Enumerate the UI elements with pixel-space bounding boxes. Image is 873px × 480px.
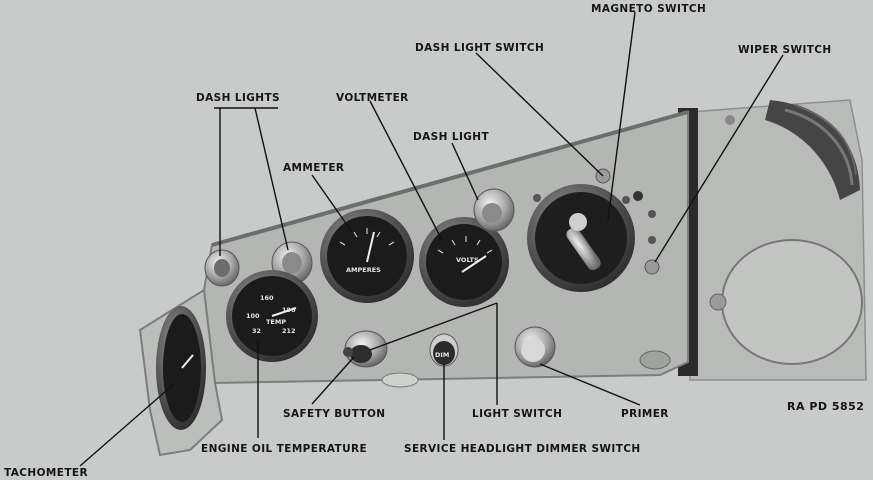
label-magneto-switch: MAGNETO SWITCH [591,3,706,15]
safety-button [343,347,353,357]
svg-text:160: 160 [260,294,274,302]
label-ammeter: AMMETER [283,162,344,174]
dash-light-left [204,249,240,287]
magneto-switch [527,184,635,292]
light-switch-knob [344,330,388,368]
primer-knob [514,326,556,368]
label-voltmeter: VOLTMETER [336,92,409,104]
cowl-panel [678,99,867,381]
label-service-headlight-dimmer-switch: SERVICE HEADLIGHT DIMMER SWITCH [404,443,641,455]
hatch-cover [721,239,863,365]
ammeter-gauge: AMPERES [320,209,414,303]
label-dash-light-switch: DASH LIGHT SWITCH [415,42,544,54]
label-dash-lights: DASH LIGHTS [196,92,280,104]
label-wiper-switch: WIPER SWITCH [738,44,832,56]
label-dash-light: DASH LIGHT [413,131,489,143]
label-primer: PRIMER [621,408,669,420]
svg-text:32: 32 [252,327,261,335]
leader-lines [79,11,784,467]
wiper-switch-knob [644,259,660,275]
label-light-switch: LIGHT SWITCH [472,408,562,420]
tachometer-gauge [156,306,206,430]
label-engine-oil-temperature: ENGINE OIL TEMPERATURE [201,443,367,455]
svg-text:212: 212 [282,327,296,335]
figure-reference: RA PD 5852 [787,400,864,413]
callout-labels: MAGNETO SWITCH DASH LIGHT SWITCH WIPER S… [4,3,864,479]
ammeter-face-label: AMPERES [346,266,381,274]
dimmer-knob-label: DIM [435,351,449,359]
oil-temperature-gauge: 160 196 100 32 212 TEMP [226,270,318,362]
label-tachometer: TACHOMETER [4,467,88,479]
label-safety-button: SAFETY BUTTON [283,408,385,420]
dimmer-switch-knob: DIM [429,333,459,367]
dash-light-single [473,188,515,232]
svg-text:100: 100 [246,312,260,320]
oil-temp-face-label: TEMP [266,318,286,326]
voltmeter-face-label: VOLTS [456,256,479,264]
